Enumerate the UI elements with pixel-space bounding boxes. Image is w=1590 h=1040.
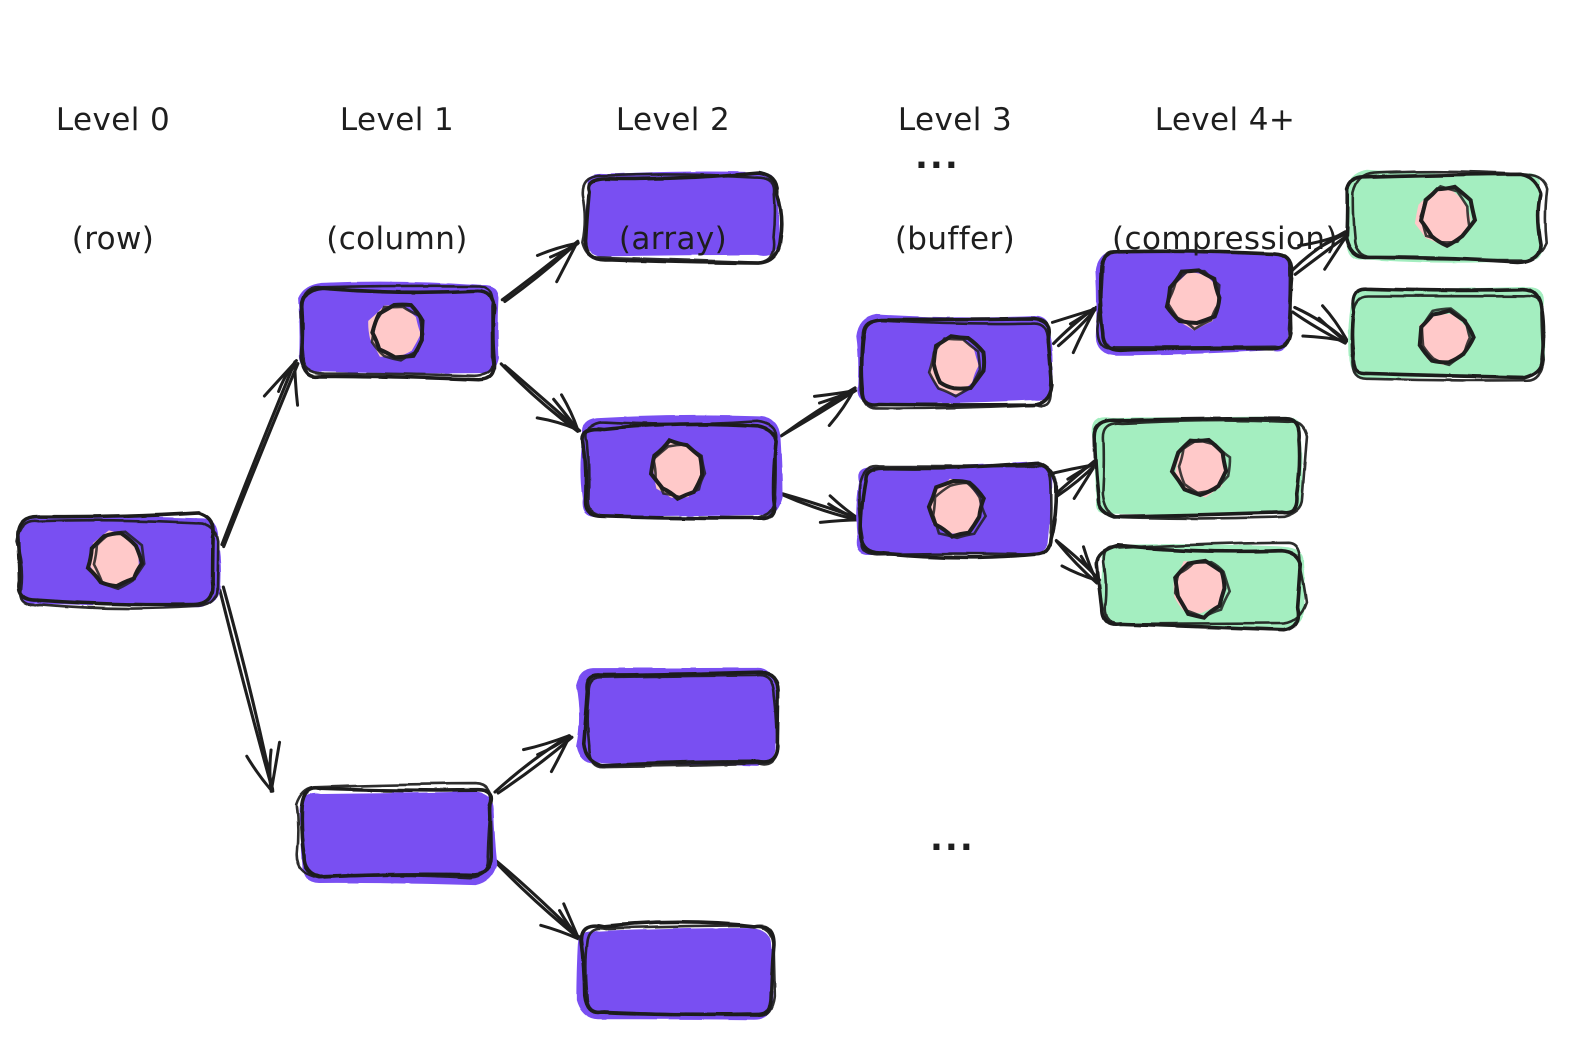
node-outline bbox=[1101, 419, 1309, 520]
node-dot-outline bbox=[651, 443, 707, 499]
node-compression-node-purple[interactable] bbox=[1095, 249, 1295, 356]
node-outline bbox=[858, 464, 1053, 557]
node-dot-outline bbox=[1173, 560, 1232, 619]
node-array-node-3[interactable] bbox=[576, 667, 780, 769]
node-outline bbox=[581, 173, 777, 265]
node-outline bbox=[1096, 249, 1292, 350]
edge-n-row-to-n-col-bottom bbox=[218, 585, 282, 793]
edge-n-buf-1-to-n-cmp-1 bbox=[1050, 305, 1099, 355]
node-dot-fill bbox=[653, 440, 703, 498]
node-outline bbox=[15, 519, 220, 610]
node-dot-outline bbox=[926, 478, 987, 539]
node-outline bbox=[1350, 294, 1545, 382]
node-compression-node-green-3[interactable] bbox=[1344, 169, 1549, 264]
ellipsis-top: ... bbox=[915, 137, 960, 177]
edge-n-col-bottom-to-n-arr-3 bbox=[493, 734, 574, 795]
node-outline bbox=[294, 782, 493, 880]
node-column-node-bottom[interactable] bbox=[294, 782, 498, 886]
node-outline bbox=[585, 419, 778, 520]
node-array-node-1[interactable] bbox=[581, 170, 784, 265]
node-dot-fill bbox=[1173, 561, 1226, 614]
node-outline bbox=[1102, 541, 1308, 626]
node-outline bbox=[299, 284, 495, 378]
node-fill bbox=[584, 171, 780, 257]
edge-n-row-to-n-col-top bbox=[220, 359, 300, 549]
node-dot-fill bbox=[1167, 271, 1219, 331]
node-dot-outline bbox=[1420, 307, 1472, 367]
node-dot-outline bbox=[931, 481, 988, 540]
node-buffer-node-2[interactable] bbox=[856, 461, 1059, 560]
node-fill bbox=[576, 928, 774, 1020]
node-outline bbox=[299, 786, 494, 879]
node-array-node-2[interactable] bbox=[580, 414, 783, 521]
node-dot-outline bbox=[92, 530, 146, 591]
node-outline bbox=[1351, 169, 1549, 262]
node-dot-outline bbox=[1419, 184, 1471, 244]
node-dot-outline bbox=[370, 305, 425, 362]
node-fill bbox=[299, 791, 498, 886]
node-outline bbox=[859, 318, 1053, 410]
edge-n-arr-2-to-n-buf-2 bbox=[777, 491, 862, 524]
node-dot-fill bbox=[1174, 440, 1227, 498]
node-outline bbox=[584, 924, 777, 1017]
node-outline bbox=[1092, 416, 1302, 519]
node-dot-fill bbox=[87, 530, 139, 586]
node-dot-fill bbox=[929, 337, 979, 395]
edge-n-buf-2-to-n-cmp-3 bbox=[1054, 539, 1102, 585]
node-column-node-top[interactable] bbox=[298, 281, 499, 382]
node-compression-node-green-1[interactable] bbox=[1091, 416, 1309, 520]
node-dot-outline bbox=[1165, 269, 1221, 331]
node-outline bbox=[585, 673, 779, 769]
node-array-node-4[interactable] bbox=[576, 920, 777, 1020]
edge-n-cmp-1-to-n-cmp-5 bbox=[1291, 304, 1349, 345]
edge-n-col-top-to-n-arr-1 bbox=[500, 239, 580, 304]
node-dot-outline bbox=[85, 531, 145, 589]
node-row-node[interactable] bbox=[15, 511, 222, 610]
edge-n-arr-2-to-n-buf-1 bbox=[779, 386, 858, 438]
node-dot-outline bbox=[927, 337, 982, 398]
node-buffer-node-1[interactable] bbox=[856, 314, 1054, 410]
edges-layer bbox=[218, 230, 1351, 941]
node-outline bbox=[1094, 544, 1303, 632]
node-outline bbox=[16, 511, 216, 607]
node-dot-fill bbox=[368, 304, 421, 358]
node-fill bbox=[576, 667, 777, 766]
node-dot-outline bbox=[1177, 438, 1232, 495]
edge-n-col-bottom-to-n-arr-4 bbox=[494, 859, 582, 941]
node-dot-fill bbox=[1419, 313, 1471, 366]
ellipsis-bottom: ... bbox=[930, 819, 975, 859]
node-compression-node-green-2[interactable] bbox=[1094, 541, 1308, 632]
node-compression-node-green-4[interactable] bbox=[1348, 286, 1546, 382]
node-outline bbox=[581, 670, 780, 768]
edge-n-cmp-1-to-n-cmp-4 bbox=[1290, 230, 1351, 276]
nodes-layer bbox=[15, 169, 1549, 1020]
edge-n-col-top-to-n-arr-2 bbox=[499, 362, 582, 433]
